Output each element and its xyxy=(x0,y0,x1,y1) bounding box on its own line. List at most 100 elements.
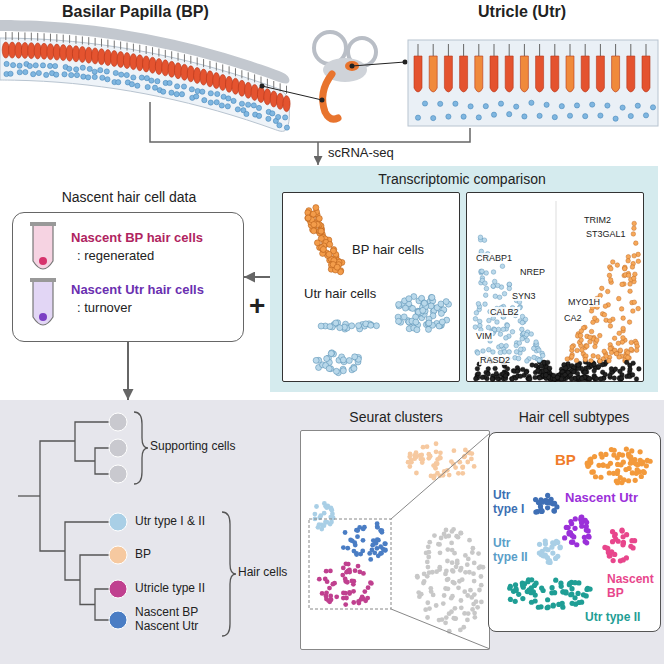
cell-dot xyxy=(419,592,424,597)
cell-dot xyxy=(620,453,625,458)
cell-dot xyxy=(568,592,573,597)
cell-dot xyxy=(402,305,408,311)
cell-dot xyxy=(345,546,350,551)
cell-dot xyxy=(378,544,383,549)
cell-dot xyxy=(327,324,333,330)
cell-dot xyxy=(536,605,541,610)
node-text: Utr type I & II xyxy=(135,515,205,529)
cell-dot xyxy=(551,508,556,513)
cell-dot xyxy=(460,465,465,470)
cell-dot xyxy=(442,532,447,537)
node-text: Utr hair cells xyxy=(303,287,377,302)
cell-dot xyxy=(352,354,358,360)
cell-dot xyxy=(452,551,457,556)
cell-dot xyxy=(361,596,366,601)
cell-dot xyxy=(541,588,546,593)
cell-dot xyxy=(586,528,591,533)
cell-dot xyxy=(437,567,442,572)
cell-dot xyxy=(472,615,477,620)
cell-dot xyxy=(569,540,574,545)
cell-dot xyxy=(583,539,588,544)
cell-dot xyxy=(425,560,430,565)
node-text: Utr type II xyxy=(493,537,531,565)
cell-dot xyxy=(372,539,377,544)
cell-dot xyxy=(459,605,464,610)
cell-dot xyxy=(356,323,362,329)
cell-dot xyxy=(426,555,431,560)
cell-dot xyxy=(458,531,463,536)
cell-dot xyxy=(508,597,513,602)
cell-dot xyxy=(555,540,560,545)
cell-dot xyxy=(601,463,606,468)
cell-dot xyxy=(460,471,465,476)
cell-dot xyxy=(439,536,444,541)
cell-dot xyxy=(423,607,428,612)
node-text: Nascent Utr hair cells xyxy=(71,283,204,298)
cell-dot xyxy=(379,528,384,533)
cell-dot xyxy=(441,601,446,606)
cell-dot xyxy=(357,601,362,606)
cell-dot xyxy=(349,323,355,329)
utricle-epithelium xyxy=(408,40,658,126)
cell-dot xyxy=(351,589,356,594)
cell-dot xyxy=(344,561,349,566)
cell-dot xyxy=(449,609,454,614)
cell-dot xyxy=(470,550,475,555)
cell-dot xyxy=(445,559,450,564)
cell-dot xyxy=(465,460,470,465)
cell-dot xyxy=(341,596,346,601)
cell-dot xyxy=(432,533,437,538)
cell-dot xyxy=(449,541,454,546)
cell-dot xyxy=(445,547,450,552)
cell-dot xyxy=(620,542,625,547)
flow-arrow xyxy=(244,276,270,278)
cell-dot xyxy=(477,588,482,593)
cell-dot xyxy=(443,620,448,625)
cell-dot xyxy=(611,558,616,563)
cell-dot xyxy=(533,581,538,586)
cell-dot xyxy=(635,467,640,472)
cell-dot xyxy=(446,577,451,582)
gene-label: VIM xyxy=(475,331,493,341)
cell-dot xyxy=(462,589,467,594)
cell-dot xyxy=(563,590,568,595)
cell-dot xyxy=(459,598,464,603)
gene-label: NREP xyxy=(519,267,546,277)
cell-dot xyxy=(589,470,594,475)
cell-dot xyxy=(426,320,432,326)
cell-dot xyxy=(420,307,426,313)
cell-dot xyxy=(409,458,414,463)
cell-dot xyxy=(353,568,358,573)
cell-dot xyxy=(439,319,445,325)
cell-dot xyxy=(435,461,440,466)
node-text: BP xyxy=(555,451,576,468)
node-text: Nascent BP Nascent Utr xyxy=(135,606,207,634)
node-text: Nascent Utr xyxy=(565,491,638,506)
cell-dot xyxy=(337,325,343,331)
cell-dot xyxy=(428,295,434,301)
cell-dot xyxy=(573,580,578,585)
cell-dot xyxy=(626,478,631,483)
cell-dot xyxy=(552,590,557,595)
cell-dot xyxy=(520,583,525,588)
cell-dot xyxy=(413,319,419,325)
cell-dot xyxy=(574,542,579,547)
cell-dot xyxy=(602,545,607,550)
cell-dot xyxy=(440,617,445,622)
cell-dot xyxy=(343,591,348,596)
cell-dot xyxy=(401,314,407,320)
cell-dot xyxy=(458,568,463,573)
flow-arrow xyxy=(127,342,129,400)
method-label: scRNA-seq xyxy=(328,146,394,161)
cell-dot xyxy=(459,531,464,536)
cell-dot xyxy=(581,592,586,597)
volcano-plot: CRABP1NREPSYN3CALB2VIMRASD2TRIM2ST3GAL1M… xyxy=(466,192,644,382)
cell-dot xyxy=(449,459,454,464)
cell-dot xyxy=(434,441,439,446)
cell-dot xyxy=(558,544,563,549)
cell-dot xyxy=(420,457,425,462)
data-box: Nascent hair cell dataNascent BP hair ce… xyxy=(12,212,244,342)
plot-heading: Hair cell subtypes xyxy=(489,409,659,425)
cell-dot xyxy=(533,592,538,597)
cell-dot xyxy=(356,564,361,569)
